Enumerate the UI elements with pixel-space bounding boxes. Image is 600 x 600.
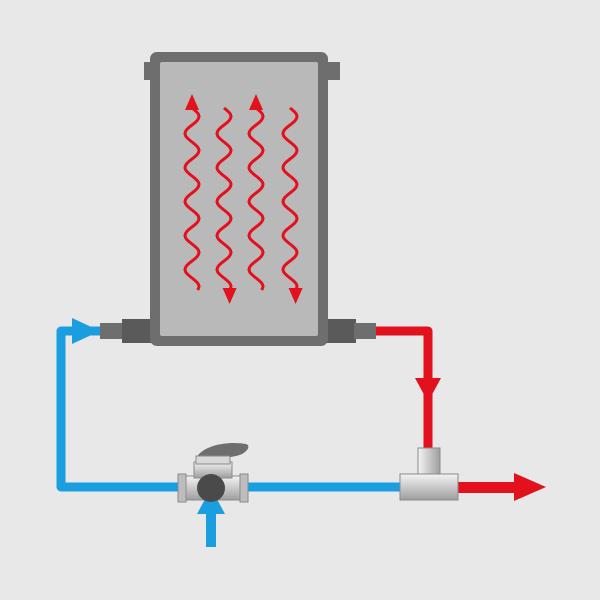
radiator-outlet-connector <box>326 319 376 343</box>
heat-wave-arrow-down <box>288 288 303 304</box>
valve-handle <box>196 442 249 458</box>
radiator-top-right-stub <box>328 62 340 80</box>
three-way-valve-icon <box>177 442 249 503</box>
heat-wave-arrow-up <box>185 94 199 110</box>
hot-outflow-pipe <box>455 482 517 493</box>
tee-fitting-icon <box>399 447 459 501</box>
cold-supply-pipe <box>206 505 216 547</box>
radiator-inlet-connector <box>100 319 154 343</box>
cold-return-pipe <box>56 326 420 492</box>
heat-wave-1 <box>183 106 201 291</box>
heat-wave-arrow-up <box>249 94 263 110</box>
heat-wave-4 <box>281 106 299 291</box>
radiator-icon <box>150 52 328 346</box>
heat-waves <box>183 94 303 304</box>
heat-wave-arrow-down <box>222 288 237 304</box>
hot-outlet-pipe <box>375 326 433 455</box>
heat-wave-2 <box>215 106 233 291</box>
hot-down-arrow <box>415 378 441 402</box>
cold-inlet-arrow <box>72 318 100 344</box>
hot-outflow-arrow <box>514 473 546 501</box>
heat-wave-3 <box>247 106 265 291</box>
